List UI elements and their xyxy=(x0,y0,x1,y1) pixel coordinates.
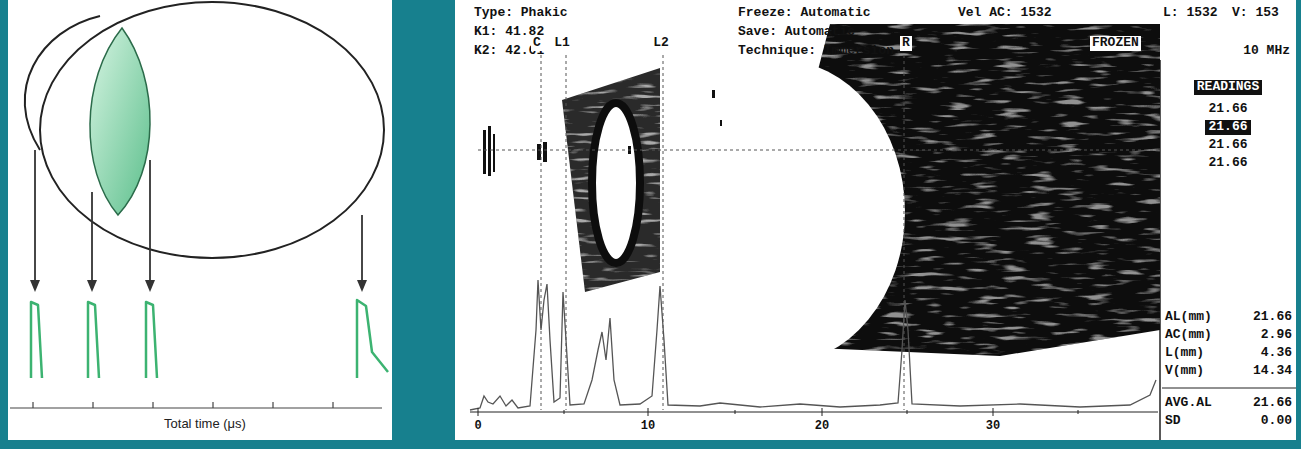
echo-spike xyxy=(88,302,99,378)
depth-scale xyxy=(470,408,1158,416)
speckle-texture xyxy=(560,66,662,294)
gate-line xyxy=(663,55,664,410)
gate-line xyxy=(541,55,542,410)
measure-name: V(mm) xyxy=(1165,364,1204,379)
lens-speckle xyxy=(560,66,662,294)
header-field: Type: Phakic xyxy=(474,6,568,21)
axis-tick xyxy=(92,402,93,408)
scale-tick xyxy=(993,408,994,416)
measure-name: L(mm) xyxy=(1165,346,1204,361)
arrow-head xyxy=(145,280,155,292)
measure-value: 14.34 xyxy=(1253,364,1292,379)
echo-spikes xyxy=(31,300,388,378)
beam-line xyxy=(478,150,1158,151)
left-panel xyxy=(8,0,392,440)
cornea-outline xyxy=(25,16,100,150)
scale-number: 0 xyxy=(473,420,482,434)
scale-tick xyxy=(564,410,565,414)
measure-name: SD xyxy=(1165,414,1181,429)
scale-number: 30 xyxy=(985,420,1001,434)
gate-label: C xyxy=(531,36,543,51)
echo-spike xyxy=(146,302,157,378)
axis-tick xyxy=(332,402,333,408)
vitreous-cavity xyxy=(655,60,905,364)
scale-tick xyxy=(735,410,736,414)
scale-number: 20 xyxy=(814,420,830,434)
cornea-echoes xyxy=(483,90,722,176)
measure-value: 21.66 xyxy=(1253,396,1292,411)
echo-spike xyxy=(357,300,388,378)
axis-line xyxy=(10,407,382,408)
header-field: Vel AC: 1532 xyxy=(958,6,1052,21)
arrow-line xyxy=(149,160,151,282)
scale-tick xyxy=(1078,410,1079,414)
echo-spike xyxy=(31,302,42,378)
echo-mark xyxy=(537,144,541,160)
echo-mark xyxy=(483,130,486,174)
echo-mark xyxy=(720,120,722,126)
scale-tick xyxy=(648,408,649,416)
measure-value: 21.66 xyxy=(1253,310,1292,325)
status-label: FROZEN xyxy=(1090,36,1141,51)
scale-tick xyxy=(478,408,479,416)
axis-tick xyxy=(152,402,153,408)
scale-tick xyxy=(907,410,908,414)
right-panel xyxy=(455,0,1296,440)
scale-line xyxy=(470,412,1158,413)
lens-capsule xyxy=(592,103,640,263)
readings-header: READINGS xyxy=(1194,80,1262,95)
axis-tick xyxy=(212,402,213,408)
row-divider xyxy=(1162,388,1296,389)
measure-value: 2.96 xyxy=(1261,328,1292,343)
arrow-head xyxy=(87,280,97,292)
crystalline-lens xyxy=(90,28,150,215)
a-scan-trace xyxy=(470,280,1156,410)
gate-label: R xyxy=(900,36,912,51)
arrow-head xyxy=(30,280,40,292)
axis-tick xyxy=(32,402,33,408)
header-field: 10 MHz xyxy=(1243,44,1290,59)
header-field: V: 153 xyxy=(1232,6,1279,21)
arrow-line xyxy=(34,150,36,282)
eye-outline xyxy=(25,2,384,258)
scale-number: 10 xyxy=(640,420,656,434)
header-field: Save: Automatic xyxy=(738,25,855,40)
time-axis xyxy=(10,402,382,408)
header-field: L: 1532 xyxy=(1163,6,1218,21)
scale-tick xyxy=(822,408,823,416)
reading-value: 21.66 xyxy=(1208,156,1247,171)
reading-value: 21.66 xyxy=(1208,102,1247,117)
gate-line xyxy=(566,55,567,410)
measure-name: AL(mm) xyxy=(1165,310,1212,325)
axis-tick xyxy=(272,402,273,408)
measure-name: AC(mm) xyxy=(1165,328,1212,343)
gate-label: L2 xyxy=(651,36,671,51)
gate-lines xyxy=(478,55,1158,410)
echo-mark xyxy=(712,90,715,98)
measure-value: 4.36 xyxy=(1261,346,1292,361)
echo-mark xyxy=(488,126,491,176)
echo-mark xyxy=(493,134,495,172)
measure-value: 0.00 xyxy=(1261,414,1292,429)
reading-value: 21.66 xyxy=(1208,138,1247,153)
header-field: Technique: Immersion xyxy=(738,44,894,59)
arrow-line xyxy=(91,192,93,282)
reading-value: 21.66 xyxy=(1205,120,1250,135)
gate-label: L1 xyxy=(552,36,572,51)
header-field: Freeze: Automatic xyxy=(738,6,871,21)
arrow-heads xyxy=(30,280,367,292)
echo-mark xyxy=(543,142,547,162)
arrow-line xyxy=(361,215,363,282)
arrow-head xyxy=(357,280,367,292)
measure-name: AVG.AL xyxy=(1165,396,1212,411)
echo-arrows xyxy=(35,150,362,282)
gate-line xyxy=(904,55,905,410)
axis-title: Total time (μs) xyxy=(164,417,246,432)
